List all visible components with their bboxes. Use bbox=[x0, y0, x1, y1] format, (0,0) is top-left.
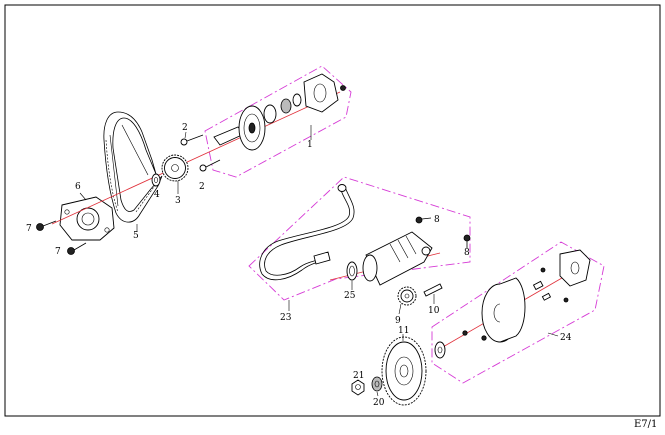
callout-5: 5 bbox=[133, 231, 139, 241]
screw-8-lower bbox=[463, 234, 471, 248]
starter-cable bbox=[259, 184, 355, 281]
group-outline-24 bbox=[431, 241, 605, 384]
callout-8-upper: 8 bbox=[434, 215, 440, 225]
callout-20: 20 bbox=[373, 398, 385, 408]
callout-2-upper: 2 bbox=[182, 123, 188, 133]
bolt-7-lower bbox=[67, 242, 87, 255]
bolt-2-upper bbox=[180, 134, 204, 146]
washer bbox=[371, 376, 383, 392]
idle-gear bbox=[397, 286, 417, 306]
starter-driven-gear bbox=[381, 336, 427, 406]
timing-chain bbox=[103, 111, 163, 223]
gear-shaft bbox=[423, 283, 443, 297]
callout-7-lower: 7 bbox=[55, 247, 61, 257]
callout-1: 1 bbox=[307, 140, 313, 150]
callout-24: 24 bbox=[560, 333, 572, 343]
callout-25: 25 bbox=[344, 291, 356, 301]
group-outline-23 bbox=[248, 176, 471, 301]
callout-2-lower: 2 bbox=[199, 182, 205, 192]
nut bbox=[351, 379, 365, 396]
callout-4: 4 bbox=[154, 190, 160, 200]
callout-6: 6 bbox=[75, 182, 81, 192]
page-frame bbox=[4, 4, 661, 417]
callout-11: 11 bbox=[398, 326, 409, 336]
sprocket bbox=[161, 154, 189, 182]
spacer-collar bbox=[151, 173, 161, 187]
group-outline-1 bbox=[204, 65, 352, 178]
bolt-7-upper bbox=[36, 220, 57, 231]
callout-8-lower: 8 bbox=[464, 248, 470, 258]
screw-8-upper bbox=[415, 216, 432, 224]
callout-7-upper: 7 bbox=[26, 224, 32, 234]
callout-21: 21 bbox=[353, 371, 364, 381]
starter-motor bbox=[346, 231, 433, 286]
callout-10: 10 bbox=[428, 306, 440, 316]
page-code: E7/1 bbox=[634, 419, 657, 430]
chain-guide-bracket bbox=[59, 196, 115, 241]
callout-3: 3 bbox=[175, 196, 181, 206]
callout-23: 23 bbox=[280, 313, 292, 323]
bolt-2-lower bbox=[199, 159, 221, 172]
starter-clutch-assembly bbox=[213, 73, 346, 151]
flywheel-rotor-assembly bbox=[434, 249, 591, 359]
callout-9: 9 bbox=[395, 316, 401, 326]
